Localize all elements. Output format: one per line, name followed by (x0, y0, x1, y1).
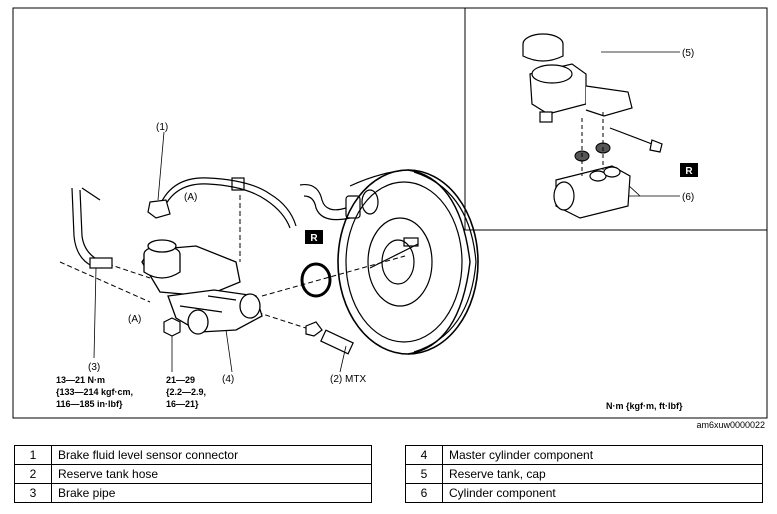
callout-3: (3) (88, 362, 100, 373)
exploded-parts-diagram: R (12, 7, 768, 430)
callout-a-left: (A) (128, 314, 141, 325)
master-cylinder-assembly (141, 239, 263, 335)
svg-text:16—21}: 16—21} (166, 399, 199, 409)
legend-row: 6 Cylinder component (405, 483, 763, 503)
brake-booster (337, 169, 479, 355)
callout-4: (4) (222, 374, 234, 385)
legend-text: Reserve tank hose (51, 464, 372, 484)
legend-row: 1 Brake fluid level sensor connector (14, 445, 372, 465)
svg-text:{133—214 kgf·cm,: {133—214 kgf·cm, (56, 387, 133, 397)
legend-num: 3 (14, 483, 52, 503)
legend-num: 5 (405, 464, 443, 484)
legend-text: Brake fluid level sensor connector (51, 445, 372, 465)
inset-reserve-tank (522, 33, 633, 123)
callout-6: (6) (682, 192, 694, 203)
legend-row: 5 Reserve tank, cap (405, 464, 763, 484)
callout-2: (2) MTX (330, 374, 366, 385)
inset-bolt (609, 127, 663, 153)
legend-num: 6 (405, 483, 443, 503)
torque-spec-nut: 21—29 {2.2—2.9, 16—21} (166, 375, 206, 409)
legend-row: 2 Reserve tank hose (14, 464, 372, 484)
inset-dashed (581, 112, 604, 176)
inset-cylinder (553, 165, 631, 219)
mounting-nut (163, 317, 181, 337)
legend-text: Cylinder component (442, 483, 763, 503)
callout-a-top: (A) (184, 192, 197, 203)
svg-text:21—29: 21—29 (166, 375, 195, 385)
legend-num: 4 (405, 445, 443, 465)
sensor-harness (147, 177, 297, 229)
legend-table-left: 1 Brake fluid level sensor connector 2 R… (14, 445, 372, 503)
replace-badge-inset: R (680, 163, 698, 177)
legend-text: Brake pipe (51, 483, 372, 503)
legend-text: Reserve tank, cap (442, 464, 763, 484)
legend-table-right: 4 Master cylinder component 5 Reserve ta… (405, 445, 763, 503)
push-rod (369, 237, 419, 269)
callout-1: (1) (156, 122, 168, 133)
svg-text:116—185 in·lbf}: 116—185 in·lbf} (56, 399, 123, 409)
reserve-tank-hose-part (305, 321, 354, 355)
svg-text:R: R (310, 233, 318, 244)
legend-num: 1 (14, 445, 52, 465)
callout-5: (5) (682, 48, 694, 59)
booster-vacuum-hose (299, 183, 379, 221)
figure-id: am6xuw0000022 (696, 420, 765, 430)
legend-row: 4 Master cylinder component (405, 445, 763, 465)
svg-text:13—21 N·m: 13—21 N·m (56, 375, 105, 385)
svg-text:R: R (685, 166, 693, 177)
o-ring (300, 262, 332, 298)
replace-badge-main: R (305, 230, 323, 244)
legend-text: Master cylinder component (442, 445, 763, 465)
torque-spec-pipe: 13—21 N·m {133—214 kgf·cm, 116—185 in·lb… (56, 375, 133, 409)
unit-label: N·m {kgf·m, ft·lbf} (606, 401, 683, 411)
legend-num: 2 (14, 464, 52, 484)
brake-pipe-part (71, 187, 113, 269)
legend-row: 3 Brake pipe (14, 483, 372, 503)
svg-text:{2.2—2.9,: {2.2—2.9, (166, 387, 206, 397)
